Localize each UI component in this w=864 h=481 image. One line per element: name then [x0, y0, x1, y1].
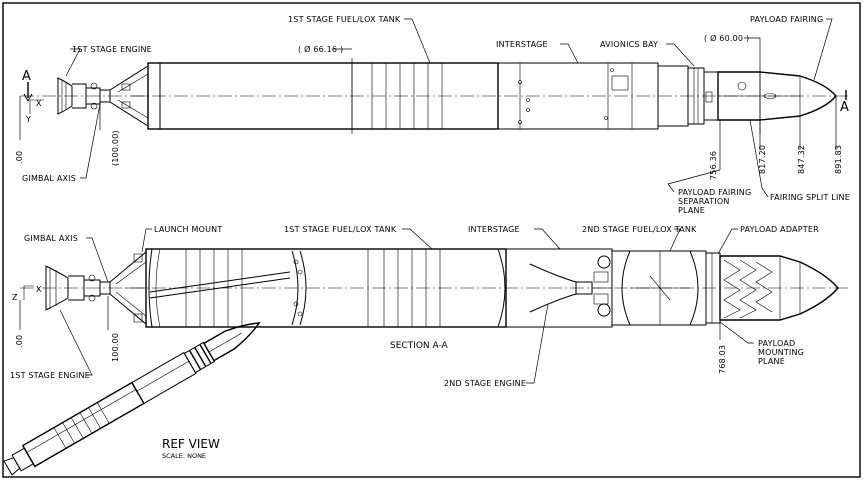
label-interstage-top: INTERSTAGE [496, 40, 548, 49]
section-marker-left: A [22, 69, 31, 84]
label-gimbal-sec: GIMBAL AXIS [24, 234, 78, 243]
dim-sec-00: .00 [15, 335, 24, 348]
label-stage1-engine-top: 1ST STAGE ENGINE [72, 45, 152, 54]
sec-axis-x-label: X [36, 285, 42, 294]
top-axis-indicator [29, 99, 44, 114]
label-stage1-tank-top: 1ST STAGE FUEL/LOX TANK [288, 15, 401, 24]
label-mounting-1: PAYLOAD [758, 339, 795, 348]
sec-stage1-tank [145, 248, 507, 328]
section-marker-left-arrow [23, 93, 33, 103]
dim-sec-100: 100.00 [111, 333, 120, 362]
section-title: SECTION A-A [390, 341, 449, 351]
dim-dia-tank: ( Ø 66.16 ) [298, 44, 343, 54]
section-marker-right: A [840, 100, 849, 115]
label-stage2-engine: 2ND STAGE ENGINE [444, 379, 526, 388]
ref-view-title: REF VIEW [162, 437, 220, 451]
label-stage1-tank-sec: 1ST STAGE FUEL/LOX TANK [284, 225, 397, 234]
dim-dia-fairing: ( Ø 60.00 ) [704, 33, 749, 43]
dim-top-100: (100.00) [111, 130, 120, 166]
label-fairing-sep-1: PAYLOAD FAIRING [678, 188, 751, 197]
dim-sec-768: 768.03 [718, 345, 727, 374]
dim-top-847: 847.32 [797, 145, 806, 174]
label-fairing-top: PAYLOAD FAIRING [750, 15, 823, 24]
top-stage1-engine [57, 77, 111, 115]
label-gimbal-top: GIMBAL AXIS [22, 174, 76, 183]
label-launch-mount: LAUNCH MOUNT [154, 225, 222, 234]
sec-axis-z-label: Z [12, 293, 18, 302]
label-stage2-tank: 2ND STAGE FUEL/LOX TANK [582, 225, 697, 234]
top-view: A A X Y [15, 15, 850, 215]
label-fairing-sep-3: PLANE [678, 206, 705, 215]
sec-stage1-engine [45, 265, 111, 311]
label-interstage-sec: INTERSTAGE [468, 225, 520, 234]
dim-top-00: .00 [15, 151, 24, 164]
label-avionics-top: AVIONICS BAY [600, 40, 658, 49]
ref-view: REF VIEW SCALE: NONE [3, 322, 261, 476]
label-fairing-sep-2: SEPARATION [678, 197, 730, 206]
top-axis-y-label: Y [25, 115, 31, 124]
ref-view-scale: SCALE: NONE [162, 452, 206, 460]
top-axis-x-label: X [36, 99, 42, 108]
label-mounting-2: MOUNTING [758, 348, 804, 357]
dim-top-891: 891.83 [834, 145, 843, 174]
dim-top-756: 756.36 [709, 151, 718, 180]
top-stage2 [657, 65, 719, 127]
dim-top-817: 817.20 [758, 145, 767, 174]
sec-payload-section [705, 252, 839, 324]
label-payload-adapter: PAYLOAD ADAPTER [740, 225, 819, 234]
label-fairing-split: FAIRING SPLIT LINE [770, 193, 850, 202]
section-view: Z X [10, 225, 848, 388]
label-mounting-3: PLANE [758, 357, 785, 366]
label-stage1-engine-sec: 1ST STAGE ENGINE [10, 371, 90, 380]
